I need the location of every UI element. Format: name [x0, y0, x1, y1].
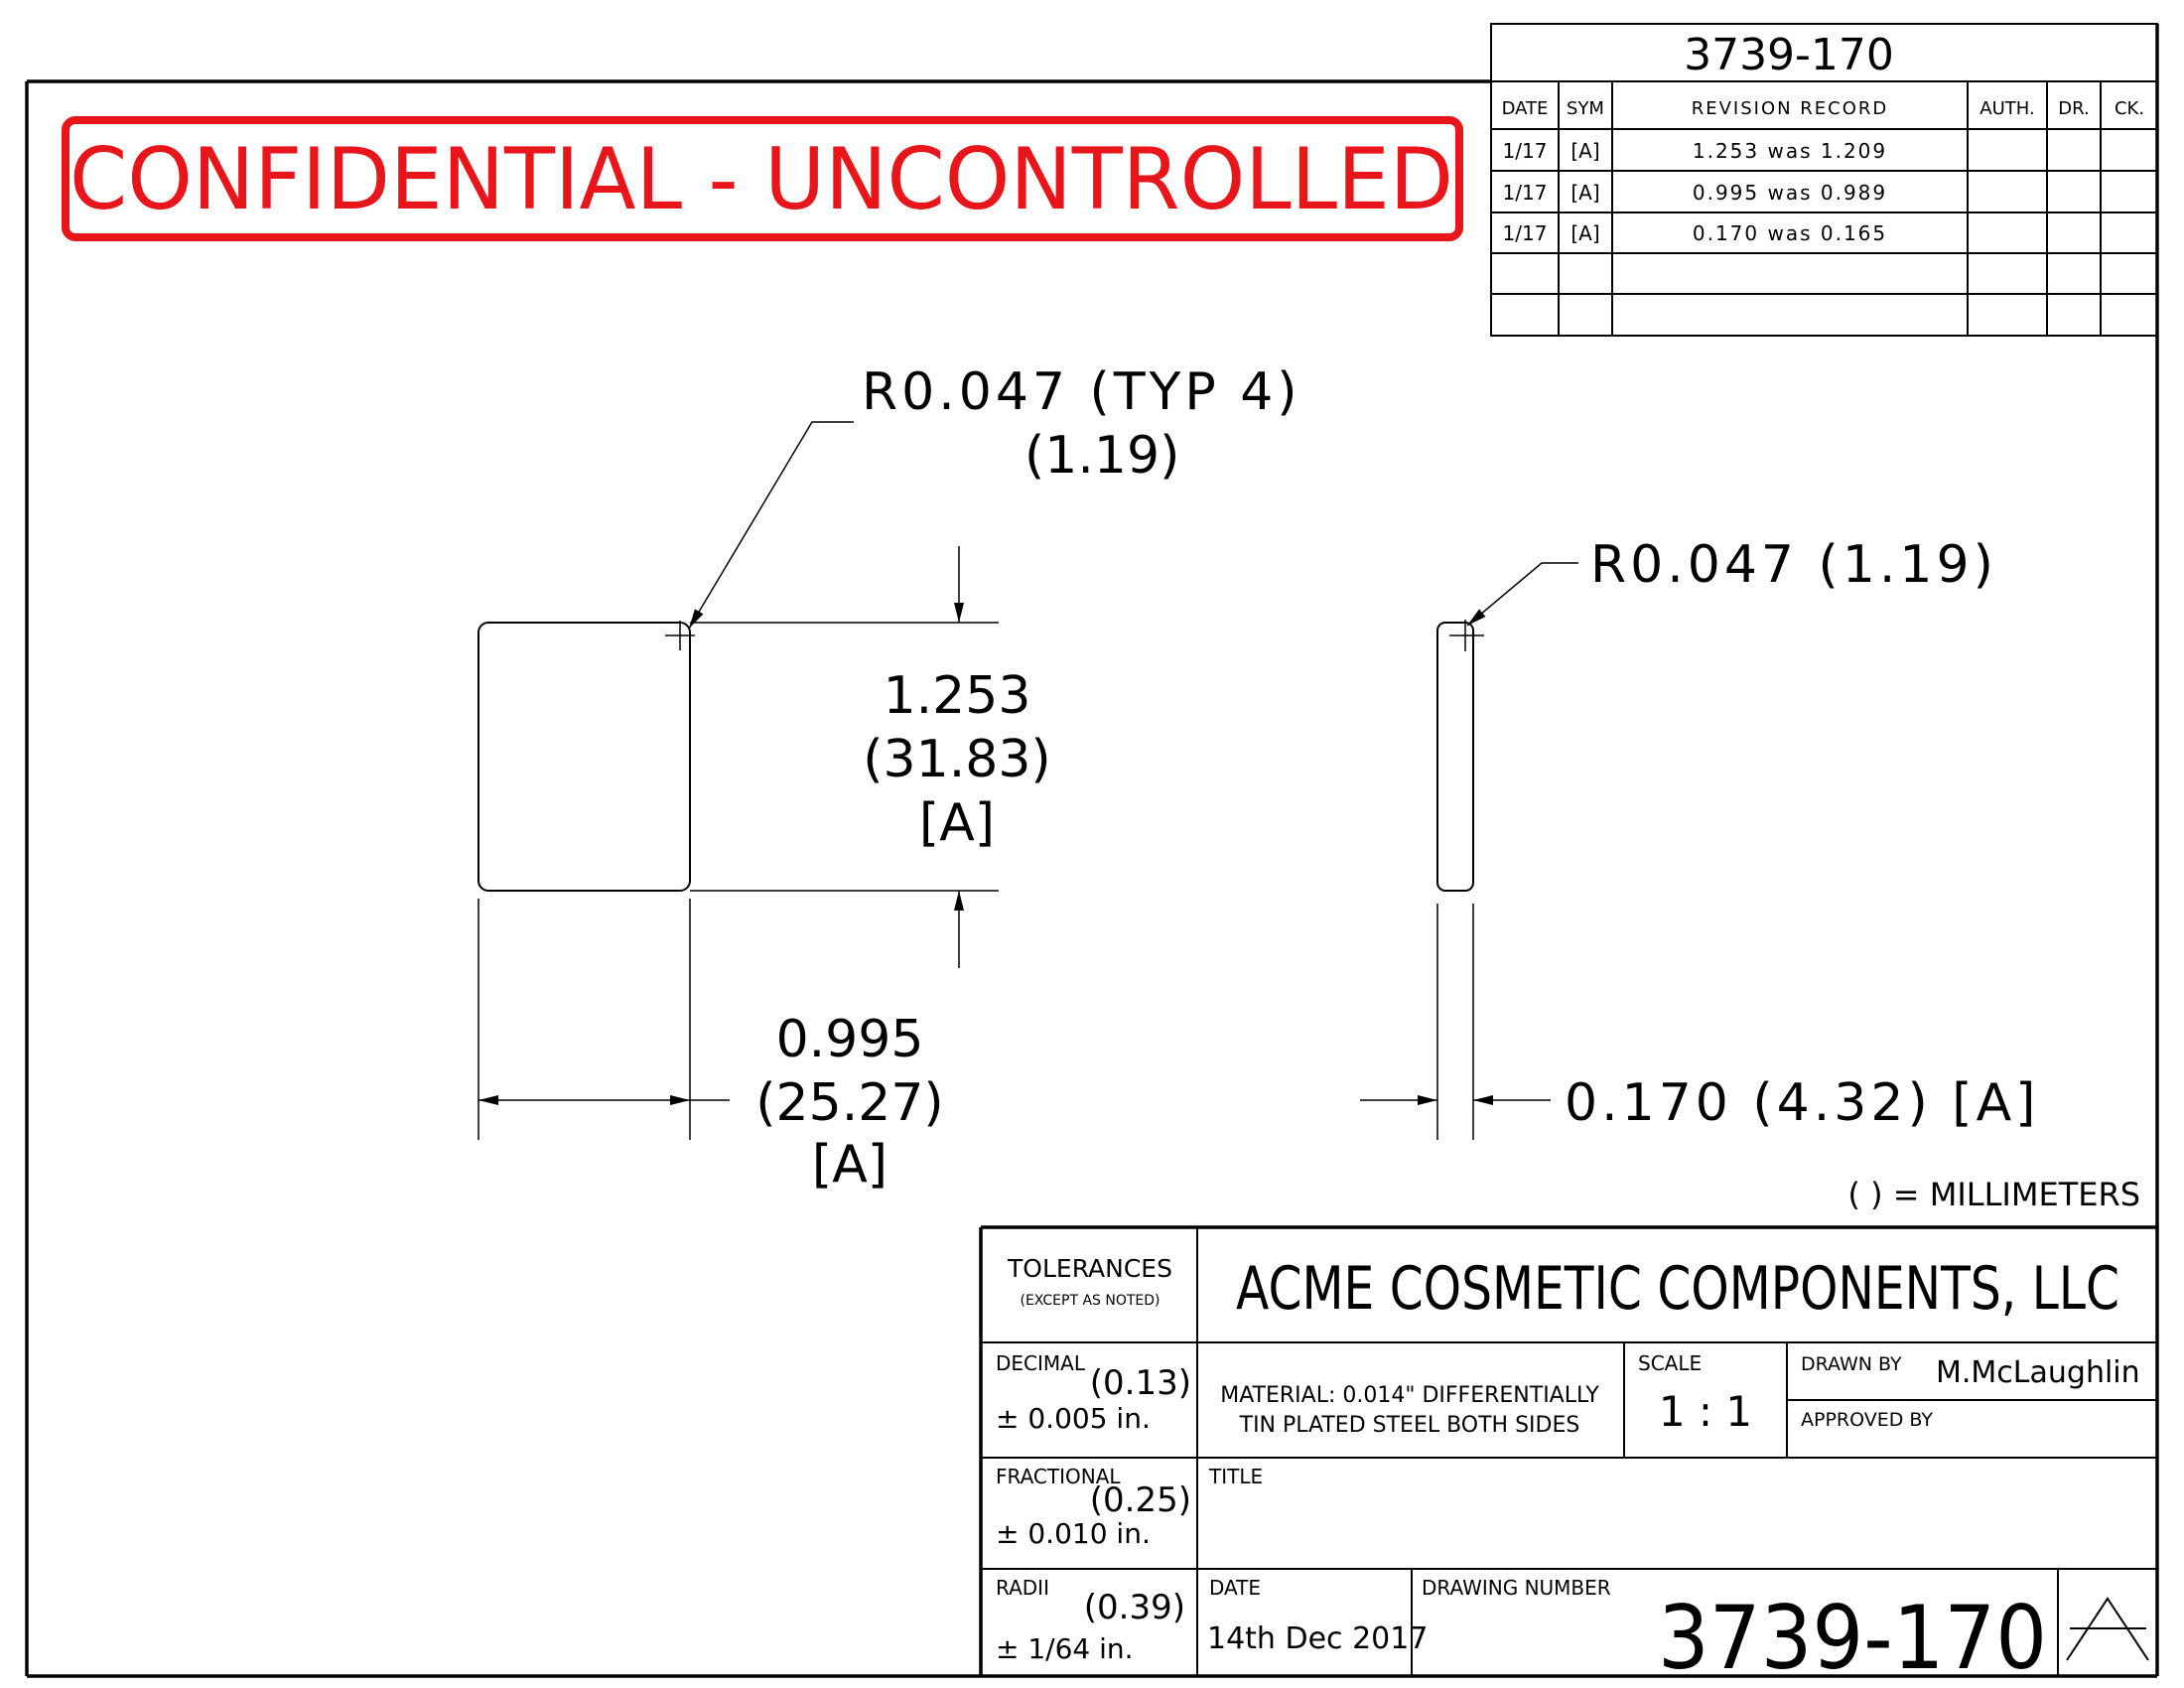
decimal-value: ± 0.005 in. [996, 1402, 1151, 1435]
radius-typ-mm: (1.19) [1024, 426, 1179, 486]
units-note: ( ) = MILLIMETERS [1847, 1176, 2140, 1213]
rev-row-date: 1/17 [1503, 181, 1548, 205]
drawing-number-label: DRAWING NUMBER [1422, 1576, 1611, 1600]
company-name: ACME COSMETIC COMPONENTS, LLC [1236, 1254, 2119, 1324]
width-dim: 0.995 [776, 1010, 924, 1069]
header-number: 3739-170 [1684, 30, 1894, 80]
front-view [478, 421, 999, 1140]
tolerances-label: TOLERANCES [1007, 1254, 1172, 1283]
scale-value: 1 : 1 [1659, 1387, 1752, 1436]
rev-row-sym: [A] [1570, 181, 1599, 205]
rev-row-record: 0.170 was 0.165 [1693, 221, 1887, 245]
date-label: DATE [1209, 1576, 1261, 1600]
radii-label: RADII [996, 1576, 1049, 1600]
material-line-2: TIN PLATED STEEL BOTH SIDES [1239, 1413, 1580, 1438]
fractional-mm: (0.25) [1090, 1480, 1191, 1520]
radius-side-label: R0.047 (1.19) [1590, 535, 1997, 595]
radius-typ-label: R0.047 (TYP 4) [862, 362, 1301, 422]
rev-row-sym: [A] [1570, 139, 1599, 163]
height-dim-rev: [A] [919, 793, 995, 853]
rev-row-record: 0.995 was 0.989 [1693, 181, 1887, 205]
drawn-by-value: M.McLaughlin [1936, 1355, 2140, 1390]
revision-table: 3739-170 DATE SYM REVISION RECORD AUTH. … [1490, 23, 2158, 337]
date-value: 14th Dec 2017 [1207, 1621, 1428, 1656]
rev-row-sym: [A] [1570, 221, 1599, 245]
except-noted-label: (EXCEPT AS NOTED) [1021, 1293, 1160, 1309]
drawing-number: 3739-170 [1658, 1587, 2047, 1688]
title-block: TOLERANCES (EXCEPT AS NOTED) ACME COSMET… [979, 1225, 2157, 1688]
confidential-stamp: CONFIDENTIAL - UNCONTROLLED [62, 116, 1463, 241]
rev-row-record: 1.253 was 1.209 [1693, 139, 1887, 163]
width-dim-mm: (25.27) [755, 1073, 943, 1133]
width-dim-rev: [A] [812, 1135, 887, 1195]
height-dim-mm: (31.83) [863, 730, 1050, 789]
material-line-1: MATERIAL: 0.014" DIFFERENTIALLY [1220, 1383, 1599, 1408]
rev-header-record: REVISION RECORD [1692, 98, 1889, 119]
confidential-text: CONFIDENTIAL - UNCONTROLLED [69, 130, 1453, 229]
decimal-label: DECIMAL [996, 1351, 1086, 1375]
title-label: TITLE [1208, 1465, 1263, 1488]
rev-row-date: 1/17 [1503, 221, 1548, 245]
side-view [1360, 562, 1578, 1140]
rev-row-date: 1/17 [1503, 139, 1548, 163]
rev-header-sym: SYM [1567, 98, 1604, 119]
radii-mm: (0.39) [1084, 1588, 1185, 1627]
scale-label: SCALE [1638, 1351, 1702, 1375]
radii-value: ± 1/64 in. [996, 1632, 1134, 1665]
rev-header-dr: DR. [2058, 98, 2089, 119]
drawn-by-label: DRAWN BY [1801, 1353, 1902, 1375]
rev-header-date: DATE [1502, 98, 1549, 119]
fractional-value: ± 0.010 in. [996, 1517, 1151, 1550]
rev-header-auth: AUTH. [1979, 98, 2034, 119]
approved-by-label: APPROVED BY [1801, 1409, 1933, 1431]
fractional-label: FRACTIONAL [996, 1465, 1121, 1488]
decimal-mm: (0.13) [1090, 1363, 1191, 1403]
revision-triangle-icon [2066, 1597, 2149, 1661]
thickness-dim: 0.170 (4.32) [A] [1565, 1073, 2039, 1133]
revision-letter: A [2108, 1670, 2109, 1673]
height-dim: 1.253 [884, 666, 1031, 726]
rev-header-ck: CK. [2115, 98, 2144, 119]
